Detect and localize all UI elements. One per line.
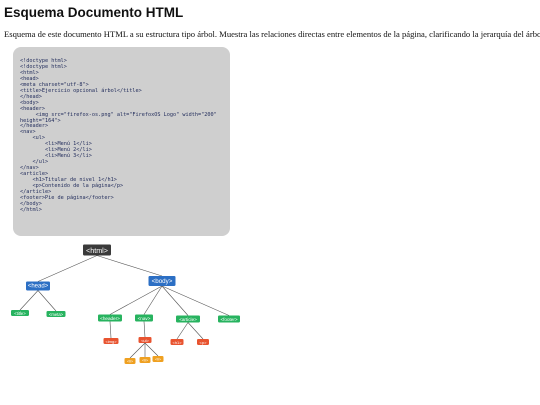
tree-node-meta: <meta> bbox=[46, 311, 66, 317]
tree-node-label: <head> bbox=[28, 283, 49, 289]
tree-node-article: <article> bbox=[176, 315, 200, 323]
tree-edge-article-p bbox=[187, 322, 204, 340]
tree-node-box bbox=[135, 314, 153, 322]
tree-node-label: <li> bbox=[127, 359, 134, 363]
tree-node-ul: <ul> bbox=[138, 337, 152, 343]
tree-node-label: <nav> bbox=[138, 316, 151, 321]
tree-node-label: <li> bbox=[142, 358, 149, 362]
code-line: <footer>Pie de página</footer> bbox=[20, 194, 114, 201]
code-line: <ul> bbox=[20, 135, 45, 142]
tree-node-box bbox=[176, 315, 200, 323]
tree-nodes: <html> <head> <body> <title> <meta> <header> <… bbox=[11, 244, 240, 364]
tree-edge-body-nav bbox=[143, 285, 163, 315]
code-line: <article> bbox=[20, 171, 49, 178]
tree-node-p: <p> bbox=[197, 339, 209, 345]
tree-node-box bbox=[83, 244, 111, 256]
code-line: <meta charset="utf-8"> bbox=[20, 81, 89, 88]
code-line: <header> bbox=[20, 105, 45, 112]
tree-edge-article-h1 bbox=[176, 322, 189, 340]
tree-edge-header-img bbox=[109, 321, 112, 339]
intro-paragraph: Esquema de este documento HTML a su estr… bbox=[4, 29, 540, 39]
code-line: <img src="firefox-os.png" alt="FirefoxOS… bbox=[20, 111, 217, 118]
tree-node-label: <img> bbox=[105, 339, 117, 344]
tree-node-box bbox=[98, 314, 122, 322]
code-line: <nav> bbox=[20, 129, 36, 136]
code-listing: <!doctype html><!doctype html><html><hea… bbox=[13, 47, 230, 236]
tree-node-label: <li> bbox=[155, 357, 162, 361]
tree-node-label: <body> bbox=[152, 278, 173, 285]
tree-edge-body-footer bbox=[161, 285, 230, 316]
code-line: <!doctype html> bbox=[20, 63, 67, 70]
code-line: <p>Contenido de la página</p> bbox=[20, 183, 124, 190]
tree-node-box bbox=[124, 358, 136, 364]
code-line: </html> bbox=[20, 206, 42, 213]
tree-node-body: <body> bbox=[148, 276, 176, 286]
code-line: <h1>Titular de nivel 1</h1> bbox=[20, 177, 117, 184]
tree-edge-body-header bbox=[109, 285, 163, 315]
tree-node-box bbox=[152, 356, 164, 362]
tree-node-label: <footer> bbox=[220, 317, 237, 322]
code-line: <html> bbox=[20, 69, 39, 76]
tree-node-box bbox=[148, 276, 176, 286]
tree-node-box bbox=[46, 311, 66, 317]
tree-node-nav: <nav> bbox=[135, 314, 153, 322]
tree-node-label: <meta> bbox=[49, 312, 64, 317]
code-line: <li>Menú 2</li> bbox=[20, 147, 92, 154]
tree-node-img: <img> bbox=[103, 338, 119, 344]
tree-edges bbox=[19, 255, 230, 359]
tree-node-h1: <h1> bbox=[170, 339, 184, 345]
tree-edge-body-article bbox=[161, 285, 189, 316]
code-line: </body> bbox=[20, 200, 42, 207]
tree-node-label: <html> bbox=[86, 246, 108, 255]
tree-edge-html-body bbox=[96, 255, 163, 277]
tree-node-box bbox=[197, 339, 209, 345]
code-line: <li>Menú 3</li> bbox=[20, 153, 92, 160]
tree-node-box bbox=[139, 357, 151, 363]
code-line: <title>Ejercicio opcional árbol</title> bbox=[20, 87, 142, 94]
tree-edge-head-meta bbox=[37, 290, 57, 312]
code-line: </head> bbox=[20, 93, 42, 100]
code-line: <li>Menú 1</li> bbox=[20, 141, 92, 148]
tree-node-label: <header> bbox=[100, 316, 120, 321]
tree-node-head: <head> bbox=[26, 281, 50, 291]
tree-node-html: <html> bbox=[83, 244, 111, 256]
page-title: Esquema Documento HTML bbox=[4, 5, 184, 20]
tree-edge-nav-ul bbox=[143, 321, 146, 338]
tree-edge-ul-li1 bbox=[129, 342, 146, 359]
code-line: height="164"> bbox=[20, 117, 61, 124]
code-line: </article> bbox=[20, 188, 52, 195]
tree-node-li3: <li> bbox=[152, 356, 164, 362]
code-line: <!doctype html> bbox=[20, 58, 67, 64]
tree-node-li2: <li> bbox=[139, 357, 151, 363]
code-line: <body> bbox=[20, 99, 39, 106]
tree-node-label: <ul> bbox=[141, 338, 149, 343]
tree-node-header: <header> bbox=[98, 314, 122, 322]
tree-node-box bbox=[218, 315, 240, 323]
tree-node-box bbox=[103, 338, 119, 344]
tree-node-label: <h1> bbox=[172, 340, 182, 345]
tree-node-box bbox=[138, 337, 152, 343]
code-line: </header> bbox=[20, 123, 49, 130]
tree-node-label: <p> bbox=[200, 340, 208, 345]
tree-node-label: <title> bbox=[14, 311, 26, 316]
tree-node-box bbox=[11, 310, 29, 316]
tree-node-footer: <footer> bbox=[218, 315, 240, 323]
tree-node-box bbox=[26, 281, 50, 291]
tree-node-label: <article> bbox=[179, 317, 197, 322]
tree-node-li1: <li> bbox=[124, 358, 136, 364]
tree-edge-head-title bbox=[19, 290, 39, 311]
tree-node-title: <title> bbox=[11, 310, 29, 316]
code-line: </ul> bbox=[20, 159, 49, 166]
tree-edge-html-head bbox=[37, 255, 98, 282]
tree-node-box bbox=[170, 339, 184, 345]
code-line: <head> bbox=[20, 75, 39, 82]
tree-edge-ul-li3 bbox=[144, 342, 159, 357]
code-line: </nav> bbox=[20, 165, 39, 172]
